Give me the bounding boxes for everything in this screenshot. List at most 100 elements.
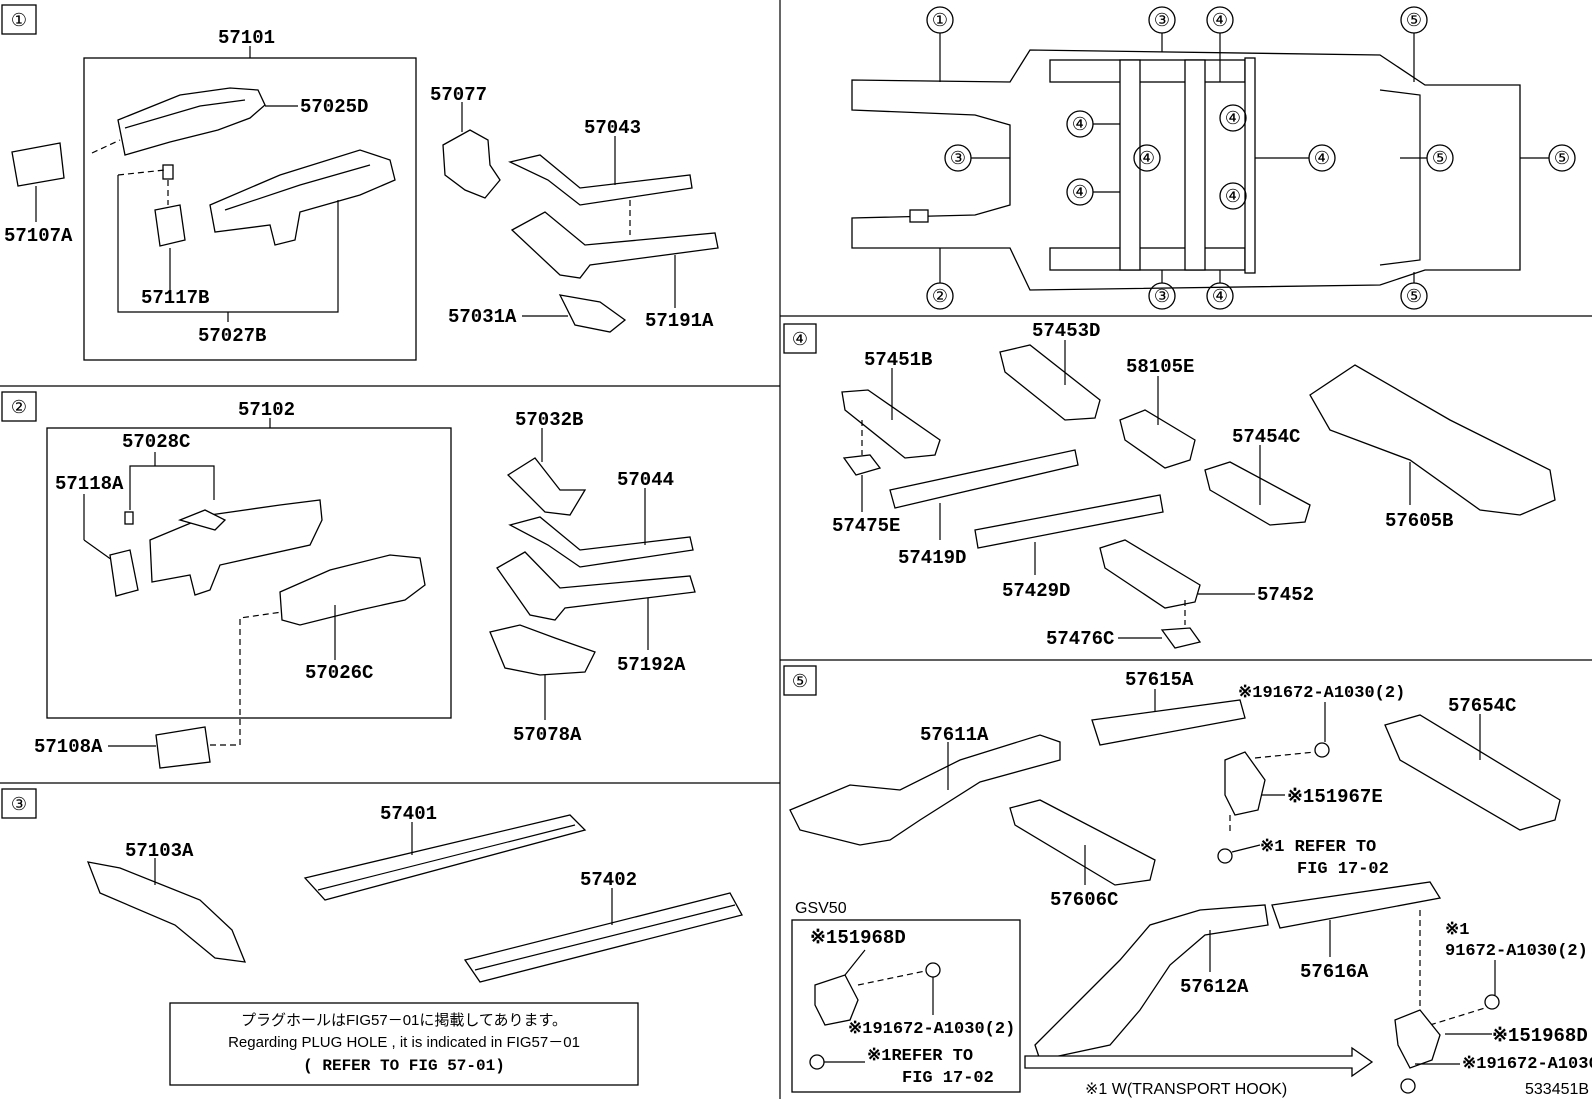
svg-text:③: ③ xyxy=(11,794,27,814)
svg-text:②: ② xyxy=(932,286,948,306)
label-57611A: 57611A xyxy=(920,724,989,746)
label-91672-r3: ※191672-A1030 xyxy=(1462,1055,1592,1074)
overview-callout-4d: ④ xyxy=(1133,144,1161,172)
overview-callout-4a: ④ xyxy=(1206,6,1234,82)
svg-text:⑤: ⑤ xyxy=(1406,286,1422,306)
part-51968D-box xyxy=(814,974,859,1026)
svg-text:③: ③ xyxy=(950,148,966,168)
part-57044 xyxy=(508,516,694,568)
part-57451B xyxy=(841,389,941,459)
overview-callout-5a: ⑤ xyxy=(1400,6,1428,82)
svg-text:②: ② xyxy=(11,397,27,417)
part-57606C xyxy=(1009,799,1156,886)
overview-callout-1: ① xyxy=(926,6,954,82)
label-51967E: ※151967E xyxy=(1287,786,1383,808)
part-57077 xyxy=(442,129,501,199)
part-57102-rail xyxy=(149,499,323,596)
svg-text:④: ④ xyxy=(1072,114,1088,134)
gsv50-box xyxy=(791,919,1021,1093)
transport-hook-label: ※1 W(TRANSPORT HOOK) xyxy=(1085,1081,1287,1098)
label-57028C: 57028C xyxy=(122,431,190,453)
label-57108A: 57108A xyxy=(34,736,103,758)
overview-callout-5b: ⑤ xyxy=(1400,144,1454,172)
refer-note-1b: FIG 17-02 xyxy=(1297,860,1389,879)
label-57475E: 57475E xyxy=(832,515,900,537)
label-57612A: 57612A xyxy=(1180,976,1249,998)
overview-callout-4f: ④ xyxy=(1066,178,1120,206)
overview-callout-2: ② xyxy=(926,248,954,310)
section-tag-5: ⑤ xyxy=(783,665,817,696)
label-57103A: 57103A xyxy=(125,840,194,862)
section-5: 57611A 57615A ※191672-A1030(2) ※151967E … xyxy=(789,669,1592,1098)
label-57476C: 57476C xyxy=(1046,628,1114,650)
part-57043 xyxy=(508,154,693,206)
part-57031A xyxy=(558,294,627,333)
svg-text:①: ① xyxy=(11,10,27,30)
label-57044: 57044 xyxy=(617,469,674,491)
label-57025D: 57025D xyxy=(300,96,368,118)
part-58105E xyxy=(1119,409,1196,469)
label-91672-r1: ※1 xyxy=(1445,921,1469,940)
svg-text:④: ④ xyxy=(1072,182,1088,202)
label-57118A: 57118A xyxy=(55,473,124,495)
label-57454C: 57454C xyxy=(1232,426,1300,448)
part-57025D xyxy=(117,87,266,156)
overview-callout-3c: ③ xyxy=(1148,270,1176,310)
label-57451B: 57451B xyxy=(864,349,932,371)
label-51968D-right: ※151968D xyxy=(1492,1025,1588,1047)
label-58105E: 58105E xyxy=(1126,356,1194,378)
svg-text:④: ④ xyxy=(1225,186,1241,206)
label-57107A: 57107A xyxy=(4,225,73,247)
label-57419D: 57419D xyxy=(898,547,966,569)
part-57476C xyxy=(1160,627,1202,649)
label-91672-box: ※191672-A1030(2) xyxy=(848,1020,1015,1039)
note-line-1: プラグホールはFIG57－01に掲載してあります。 xyxy=(241,1012,567,1029)
section-tag-3: ③ xyxy=(1,788,37,819)
label-57078A: 57078A xyxy=(513,724,582,746)
svg-text:④: ④ xyxy=(1212,286,1228,306)
label-57606C: 57606C xyxy=(1050,889,1118,911)
part-57026C xyxy=(279,554,426,626)
label-57605B: 57605B xyxy=(1385,510,1453,532)
label-57102: 57102 xyxy=(238,399,295,421)
part-57616A xyxy=(1271,881,1442,929)
overview-callout-4h: ④ xyxy=(1206,270,1234,310)
part-57452 xyxy=(1099,539,1201,609)
label-57452: 57452 xyxy=(1257,584,1314,606)
label-57453D: 57453D xyxy=(1032,320,1100,342)
svg-text:⑤: ⑤ xyxy=(1432,148,1448,168)
svg-text:③: ③ xyxy=(1154,286,1170,306)
refer-note-2b: FIG 17-02 xyxy=(902,1069,994,1088)
label-57027B: 57027B xyxy=(198,325,266,347)
part-57078A xyxy=(489,624,596,676)
label-51968D-box: ※151968D xyxy=(810,927,906,949)
label-57077: 57077 xyxy=(430,84,487,106)
svg-text:⑤: ⑤ xyxy=(792,671,808,691)
section-tag-4: ④ xyxy=(783,323,817,354)
label-57043: 57043 xyxy=(584,117,641,139)
svg-text:①: ① xyxy=(932,10,948,30)
part-57475E xyxy=(842,454,882,476)
part-57419D xyxy=(889,449,1079,509)
label-91672-a: ※191672-A1030(2) xyxy=(1238,684,1405,703)
svg-text:④: ④ xyxy=(1314,148,1330,168)
section-1: 57101 57025D 57117B 57027B 57107A 57077 … xyxy=(4,27,719,361)
svg-text:⑤: ⑤ xyxy=(1554,148,1570,168)
part-57191A xyxy=(510,211,719,279)
overview-callout-3a: ③ xyxy=(1148,6,1176,52)
label-57191A: 57191A xyxy=(645,310,714,332)
label-57616A: 57616A xyxy=(1300,961,1369,983)
part-57612A xyxy=(1034,904,1269,1061)
section-tag-2: ② xyxy=(1,391,37,422)
overview-callout-5d: ⑤ xyxy=(1400,272,1428,310)
overview-callout-4c: ④ xyxy=(1219,104,1247,132)
part-57454C xyxy=(1204,461,1311,526)
transport-arrow xyxy=(1024,1046,1374,1078)
figure-number: 533451B xyxy=(1525,1081,1589,1098)
part-57103A xyxy=(86,861,247,963)
part-57118A xyxy=(109,549,139,597)
label-57192A: 57192A xyxy=(617,654,686,676)
label-57429D: 57429D xyxy=(1002,580,1070,602)
